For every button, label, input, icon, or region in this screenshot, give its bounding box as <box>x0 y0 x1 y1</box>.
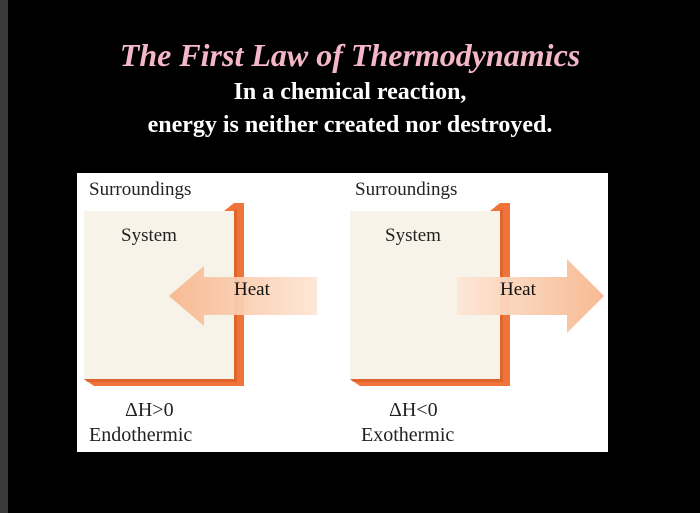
heat-arrow-in <box>169 266 317 326</box>
system-label-exothermic: System <box>385 225 441 246</box>
slide-title: The First Law of Thermodynamics <box>119 37 581 73</box>
window-edge <box>0 0 8 513</box>
surroundings-label-exothermic: Surroundings <box>355 179 458 200</box>
process-label-exothermic: Exothermic <box>361 424 455 446</box>
heat-arrow-out <box>457 259 604 333</box>
process-label-endothermic: Endothermic <box>89 424 193 446</box>
delta-h-exothermic: ΔH<0 <box>389 399 438 421</box>
system-label-endothermic: System <box>121 225 177 246</box>
delta-h-endothermic: ΔH>0 <box>125 399 174 421</box>
diagram-panel: Surroundings System Heat ΔH>0 Endothermi… <box>77 173 608 452</box>
heat-label-exothermic: Heat <box>500 279 536 300</box>
subtitle-line-1: In a chemical reaction, <box>233 79 467 105</box>
heat-label-endothermic: Heat <box>234 279 270 300</box>
surroundings-label-endothermic: Surroundings <box>89 179 192 200</box>
subtitle-line-2: energy is neither created nor destroyed. <box>147 112 553 138</box>
diagram-graphics <box>84 203 604 386</box>
